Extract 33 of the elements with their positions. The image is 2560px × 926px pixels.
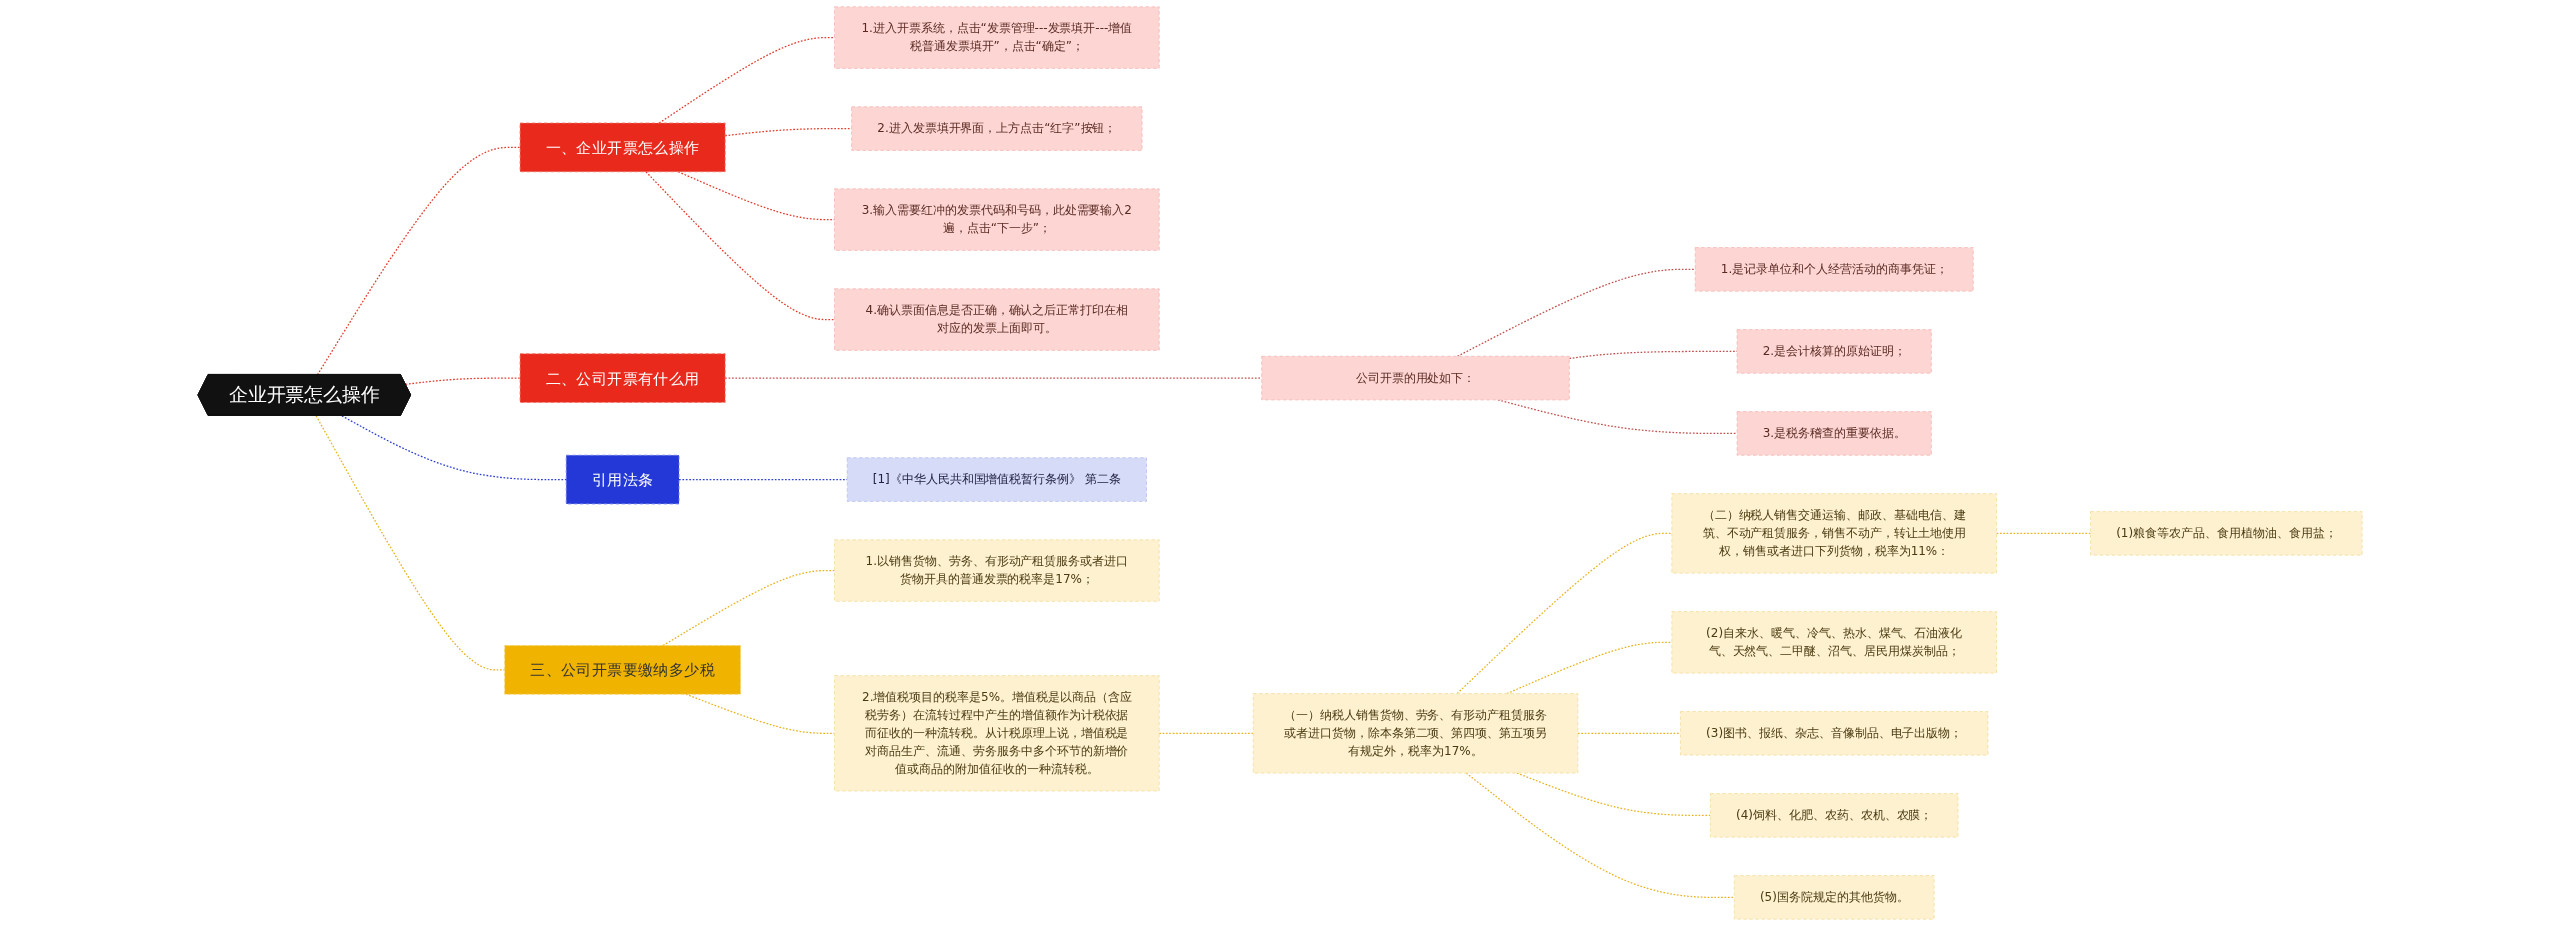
connector xyxy=(404,377,521,385)
node-box: 3.输入需要红冲的发票代码和号码，此处需要输入2遍，点击“下一步”； xyxy=(834,188,1160,251)
node-box: （二）纳税人销售交通运输、邮政、基础电信、建筑、不动产租赁服务，销售不动产，转让土地使用权，销售或者进口下列货物，税率为11%： xyxy=(1671,493,1997,574)
connector xyxy=(341,415,567,481)
node-box: 2.增值税项目的税率是5%。增值税是以商品（含应税劳务）在流转过程中产生的增值额作为计税依据而征收的一种流转税。从计税原理上说，增值税是对商品生产、流通、劳务服务中多个环节的新增价值或商品的附加值征收的一种流转税。 xyxy=(834,675,1160,792)
node-box: (4)饲料、化肥、农药、农机、农膜； xyxy=(1709,793,1959,838)
connector xyxy=(658,36,836,124)
connector xyxy=(645,171,836,321)
node-box: (2)自来水、暖气、冷气、热水、煤气、石油液化气、天然气、二甲醚、沼气、居民用煤炭制品； xyxy=(1671,611,1997,674)
node-box: 一、企业开票怎么操作 xyxy=(519,122,726,173)
node-box: 3.是税务稽查的重要依据。 xyxy=(1736,411,1932,456)
connector xyxy=(1465,772,1735,898)
node-box: 三、公司开票要缴纳多少税 xyxy=(504,645,741,695)
node-box: （一）纳税人销售货物、劳务、有形动产租赁服务或者进口货物，除本条第二项、第四项、第五项另有规定外，税率为17%。 xyxy=(1252,693,1579,774)
connector xyxy=(1456,532,1673,695)
node-box: 2.是会计核算的原始证明； xyxy=(1736,329,1932,374)
node-box: 引用法条 xyxy=(565,454,680,505)
node-box: 1.进入开票系统，点击“发票管理---发票填开---增值税普通发票填开”，点击“确定”； xyxy=(834,6,1160,69)
node-box: (5)国务院规定的其他货物。 xyxy=(1733,875,1935,920)
node-box: 1.以销售货物、劳务、有形动产租赁服务或者进口货物开具的普通发票的税率是17%； xyxy=(834,539,1160,602)
connector xyxy=(1568,350,1738,360)
node-box: (1)粮食等农产品、食用植物油、食用盐； xyxy=(2090,511,2363,556)
node-box: [1]《中华人民共和国增值税暂行条例》 第二条 xyxy=(846,457,1147,502)
node-box: (3)图书、报纸、杂志、音像制品、电子出版物； xyxy=(1680,711,1989,756)
connector xyxy=(1995,532,2092,534)
node-box: 4.确认票面信息是否正确，确认之后正常打印在相对应的发票上面即可。 xyxy=(834,288,1160,351)
node-box: 公司开票的用处如下： xyxy=(1261,355,1570,401)
connector xyxy=(1506,641,1673,695)
connector xyxy=(662,569,836,647)
connector xyxy=(1577,732,1682,734)
node-box: 1.是记录单位和个人经营活动的商事凭证； xyxy=(1694,247,1974,292)
node-box: 二、公司开票有什么用 xyxy=(519,353,726,403)
node-box: 2.进入发票填开界面，上方点击“红字”按钮； xyxy=(851,106,1143,151)
